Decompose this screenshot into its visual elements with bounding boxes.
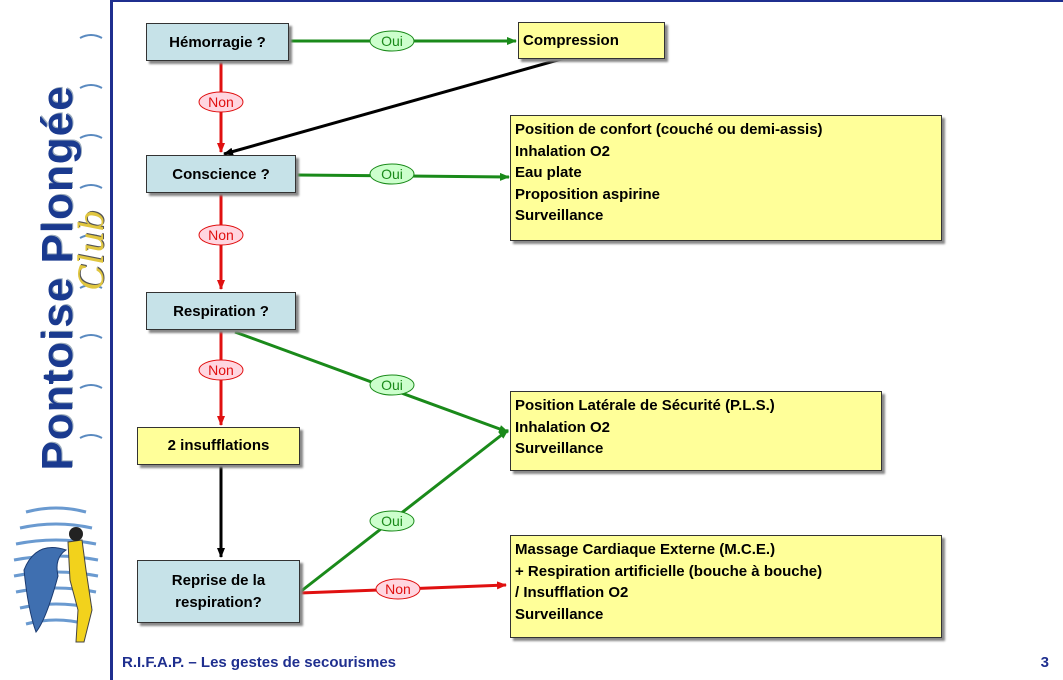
svg-text:Non: Non [208,362,234,378]
action-insufflations-text: 2 insufflations [167,437,270,455]
question-reprise-text: Reprise de la respiration? [171,571,266,611]
arrow-reprise-oui [299,428,509,594]
sidebar-logo: Pontoise Plongée Club [0,0,112,680]
question-conscience-text: Conscience ? [172,165,270,183]
action-confort: Position de confort (couché ou demi-assi… [510,115,942,241]
label-non-3: Non [198,359,244,381]
confort-line: Inhalation O2 [515,142,611,160]
action-compression-text: Compression [523,31,619,49]
label-oui-3: Oui [369,374,415,396]
svg-text:Non: Non [208,227,234,243]
question-hemorragie-text: Hémorragie ? [169,33,266,51]
pls-line: Inhalation O2 [515,418,611,436]
svg-text:Non: Non [385,581,411,597]
arrow-compression-conscience [223,56,566,156]
label-oui-2: Oui [369,163,415,185]
label-non-1: Non [198,91,244,113]
waves-decoration [79,34,103,439]
action-mce: Massage Cardiaque Externe (M.C.E.) + Res… [510,535,942,638]
label-non-4: Non [375,578,421,600]
page-number: 3 [1040,654,1049,671]
mce-line: Massage Cardiaque Externe (M.C.E.) [515,541,776,558]
footer-title: R.I.F.A.P. – Les gestes de secourismes [122,654,397,671]
label-non-2: Non [198,224,244,246]
question-reprise: Reprise de la respiration? [137,560,300,623]
action-insufflations: 2 insufflations [137,427,300,465]
svg-text:Oui: Oui [381,166,403,182]
confort-line: Proposition aspirine [515,185,661,203]
confort-line: Eau plate [515,164,582,181]
svg-text:Non: Non [208,94,234,110]
mce-line: Surveillance [515,605,604,623]
confort-line: Position de confort (couché ou demi-assi… [515,121,823,138]
action-compression: Compression [518,22,665,59]
question-respiration-text: Respiration ? [173,302,269,320]
top-rule [0,0,1063,2]
mce-line: + Respiration artificielle (bouche à bou… [515,562,823,580]
action-pls: Position Latérale de Sécurité (P.L.S.) I… [510,391,882,471]
mce-line: / Insufflation O2 [515,584,629,601]
pls-line: Position Latérale de Sécurité (P.L.S.) [515,397,775,414]
question-respiration: Respiration ? [146,292,296,330]
confort-line: Surveillance [515,207,604,224]
label-oui-1: Oui [369,30,415,52]
sidebar-divider [110,0,113,680]
dolphin-diver-logo [13,506,99,643]
question-hemorragie: Hémorragie ? [146,23,289,61]
svg-text:Oui: Oui [381,377,403,393]
question-conscience: Conscience ? [146,155,296,193]
label-oui-4: Oui [369,510,415,532]
svg-text:Oui: Oui [381,33,403,49]
pls-line: Surveillance [515,440,604,457]
svg-text:Oui: Oui [381,513,403,529]
